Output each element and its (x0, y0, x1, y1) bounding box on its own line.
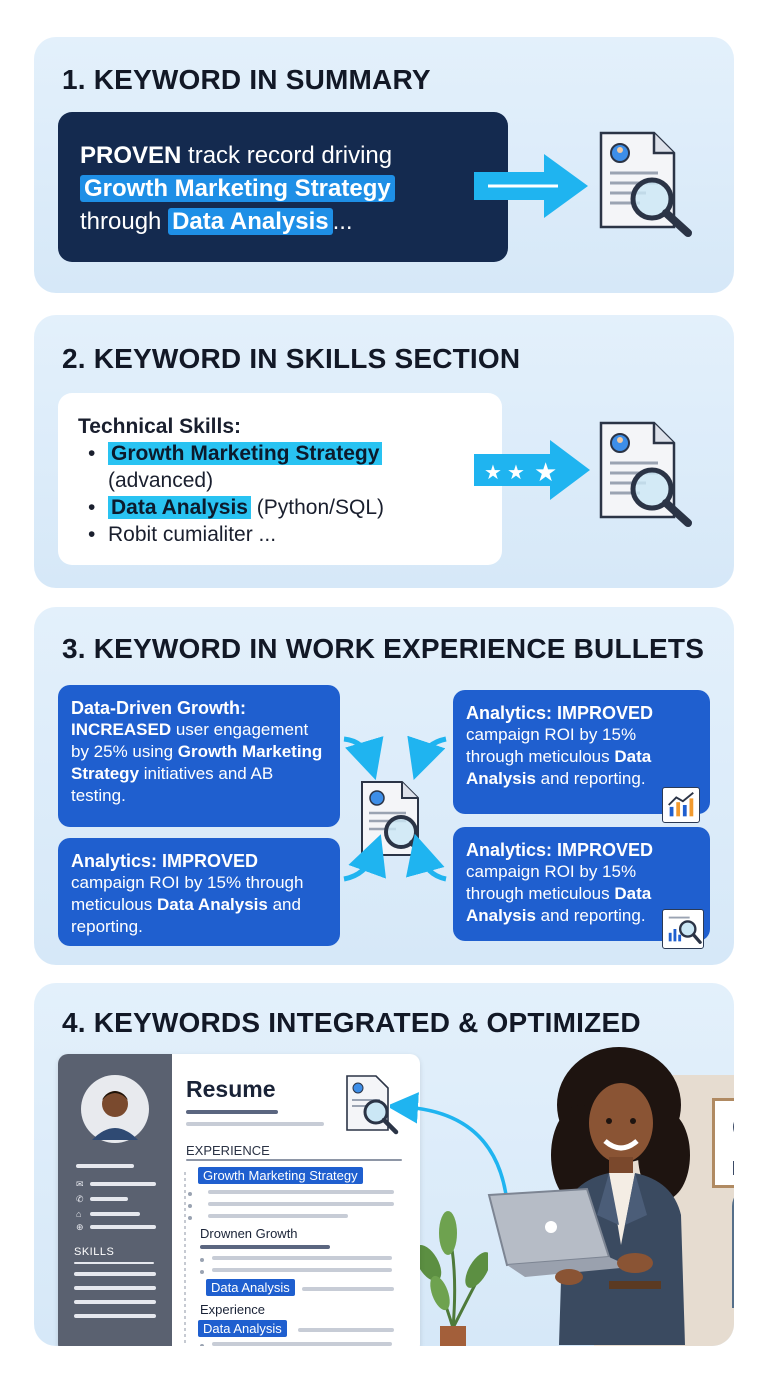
skill-note: (Python/SQL) (250, 496, 385, 519)
keyword-chip: Data Analysis (206, 1279, 295, 1296)
list-item: Data Analysis (Python/SQL) (88, 494, 482, 521)
keyword-highlight: Data Analysis (168, 208, 333, 235)
section-keywords-integrated: 4. KEYWORDS INTEGRATED & OPTIMIZED (34, 983, 734, 1346)
card-text: user engagement by 25% using (71, 720, 309, 761)
phone-icon: ✆ (76, 1194, 84, 1204)
summary-text: track record driving (181, 142, 393, 169)
resume-subheading: Drownen Growth (200, 1226, 298, 1241)
keyword-highlight: Growth Marketing Strategy (108, 442, 383, 465)
experience-label: EXPERIENCE (186, 1143, 270, 1158)
chart-icon (662, 787, 700, 823)
arrow-right-icon (343, 735, 447, 882)
section-title: 3. KEYWORD IN WORK EXPERIENCE BULLETS (62, 633, 705, 664)
stars-arrow-icon: ★ ★ ★ (474, 440, 590, 500)
resume-search-icon (599, 131, 692, 237)
mail-icon: ✉ (76, 1179, 84, 1189)
section-title: 1. KEYWORD IN SUMMARY (62, 64, 431, 95)
skills-heading: Technical Skills: (78, 415, 242, 438)
card-text: campaign ROI by 15% through meticulous (71, 873, 304, 914)
card-text: campaign ROI by 15% through meticulous (466, 725, 637, 766)
card-text: campaign ROI by 15% through meticulous (466, 862, 637, 903)
woman-with-laptop-illustration (487, 1047, 690, 1345)
arrow-right-icon (474, 154, 588, 218)
keyword-chip: Data Analysis (198, 1320, 287, 1337)
keyword-highlight: Data Analysis (466, 747, 652, 788)
keyword-chip: Growth Marketing Strategy (198, 1167, 363, 1184)
card-heading: Data-Driven Growth: (71, 698, 247, 718)
keyword-highlight: Data Analysis (156, 895, 268, 914)
summary-card: PROVEN track record driving Growth Marke… (58, 112, 508, 262)
section-keyword-in-skills: 2. KEYWORD IN SKILLS SECTION Technical S… (34, 315, 734, 588)
resume-search-icon (599, 421, 692, 527)
skills-list: Growth Marketing Strategy (advanced) Data… (88, 440, 482, 548)
card-text: and reporting. (71, 895, 301, 936)
resume-document: ✉ ✆ ⌂ ⊕ SKILLS Resume EXPERIENCE Growth … (58, 1054, 420, 1346)
card-text: and reporting. (535, 769, 646, 788)
keyword-highlight: Growth Marketing Strategy (71, 742, 323, 783)
experience-card: Analytics: IMPROVED campaign ROI by 15% … (58, 838, 340, 946)
card-heading: Analytics: IMPROVED (466, 840, 654, 860)
keyword-highlight: Data Analysis (108, 496, 251, 519)
svg-text:★: ★ (507, 460, 525, 484)
keyword-highlight: Data Analysis (466, 884, 652, 925)
card-heading: Analytics: IMPROVED (71, 851, 259, 871)
summary-lead-word: PROVEN (80, 142, 182, 169)
skills-label: SKILLS (74, 1246, 115, 1258)
skill-note: (advanced) (108, 469, 214, 492)
card-lead-word: INCREASED (71, 720, 172, 739)
background-person (732, 1188, 734, 1308)
avatar-icon (81, 1075, 149, 1143)
card-text: and reporting. (535, 906, 646, 925)
summary-text: through (80, 208, 169, 235)
summary-text: ... (332, 208, 353, 235)
resume-title: Resume (186, 1076, 276, 1102)
svg-text:★: ★ (484, 460, 502, 484)
list-item: Robit cumialiter ... (88, 521, 482, 548)
resume-sidebar: ✉ ✆ ⌂ ⊕ SKILLS (58, 1054, 172, 1346)
wall-chart (712, 1098, 734, 1188)
section-keyword-in-experience: 3. KEYWORD IN WORK EXPERIENCE BULLETS Da… (34, 607, 734, 965)
timeline-line (184, 1172, 186, 1346)
section-keyword-in-summary: 1. KEYWORD IN SUMMARY PROVEN track recor… (34, 37, 734, 293)
svg-text:★: ★ (534, 458, 557, 488)
card-text: initiatives and AB testing. (71, 764, 274, 805)
resume-search-icon (346, 1075, 399, 1135)
arrow-right-icon (390, 1092, 510, 1214)
skill-text: Robit cumialiter ... (108, 523, 277, 546)
keyword-highlight: Growth Marketing Strategy (80, 175, 395, 202)
location-icon: ⌂ (76, 1209, 82, 1219)
link-icon: ⊕ (76, 1222, 84, 1232)
skills-card: Technical Skills: Growth Marketing Strat… (58, 393, 502, 565)
plant-icon (418, 1211, 488, 1346)
section-title: 4. KEYWORDS INTEGRATED & OPTIMIZED (62, 1007, 641, 1038)
section-title: 2. KEYWORD IN SKILLS SECTION (62, 343, 521, 374)
resume-search-icon (662, 909, 704, 949)
experience-card: Data-Driven Growth: INCREASED user engag… (58, 685, 340, 827)
list-item: Growth Marketing Strategy (advanced) (88, 440, 482, 494)
card-heading: Analytics: IMPROVED (466, 703, 654, 723)
resume-subheading: Experience (200, 1302, 266, 1317)
